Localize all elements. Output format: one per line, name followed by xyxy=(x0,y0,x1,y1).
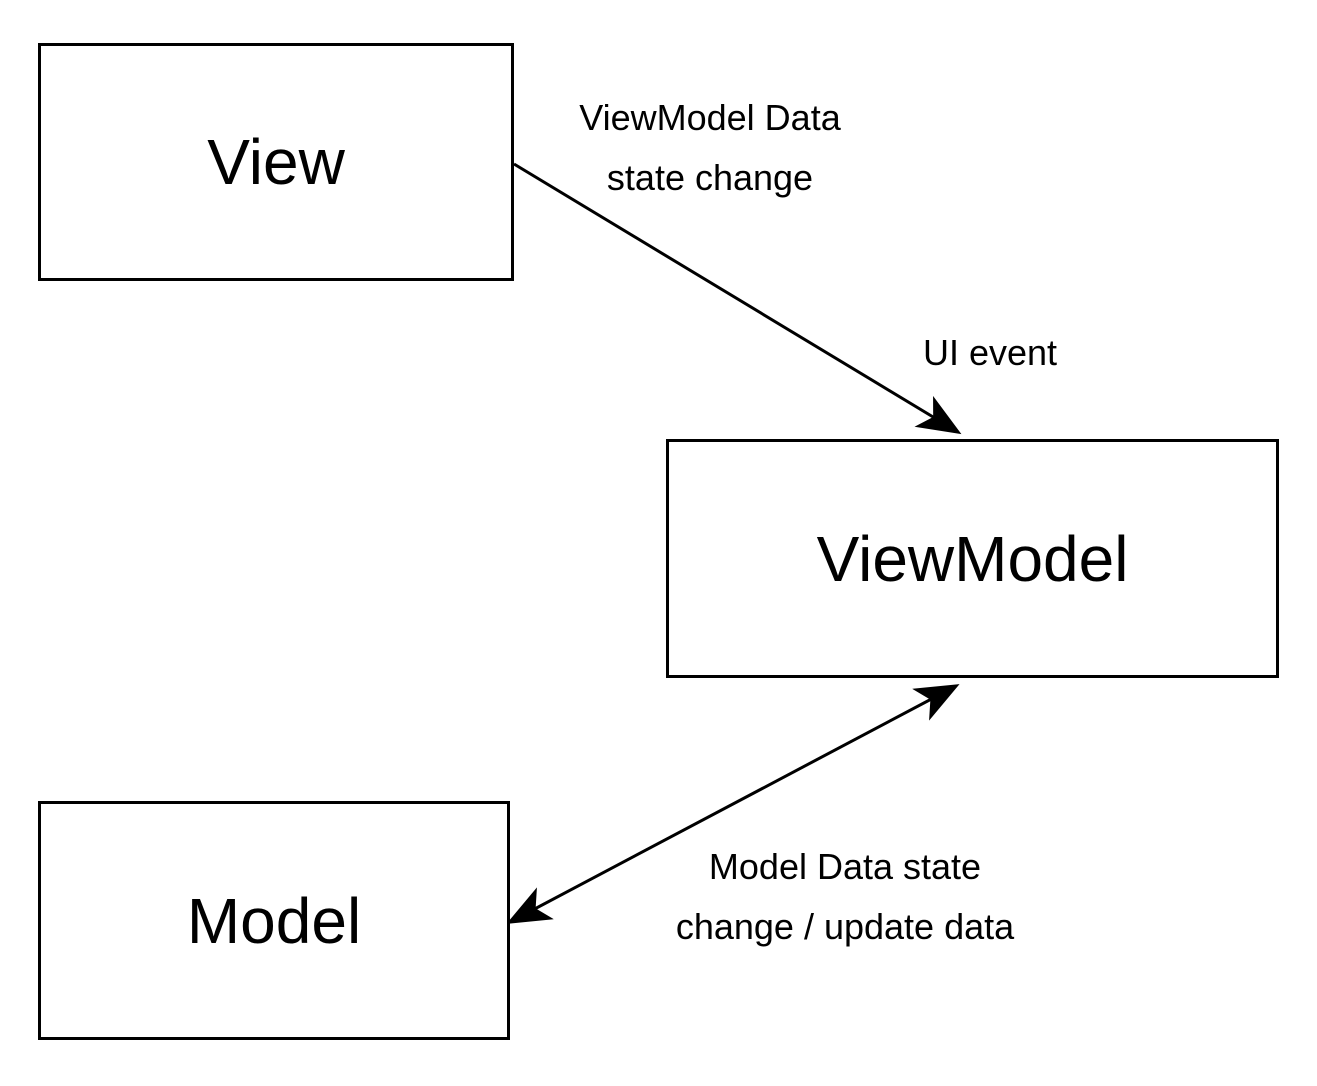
edge-label-line: ViewModel Data xyxy=(579,97,841,138)
edge-label-line: change / update data xyxy=(675,906,1015,947)
edge-label-line: UI event xyxy=(922,332,1058,373)
model-box: Model xyxy=(38,801,510,1040)
edge-label-model-data-state: Model Data state change / update data xyxy=(610,837,1080,957)
edge-label-line: Model Data state xyxy=(708,846,982,887)
viewmodel-box: ViewModel xyxy=(666,439,1279,678)
view-box: View xyxy=(38,43,514,281)
view-box-label: View xyxy=(207,126,345,198)
model-box-label: Model xyxy=(186,884,362,957)
viewmodel-box-label: ViewModel xyxy=(816,522,1129,595)
edge-label-viewmodel-state-change: ViewModel Data state change xyxy=(500,88,920,208)
edge-label-line: state change xyxy=(606,157,814,198)
edge-label-ui-event: UI event xyxy=(880,323,1100,383)
arrow-viewmodel-model-bidirectional xyxy=(506,684,960,924)
arrow-view-to-viewmodel xyxy=(513,162,962,435)
